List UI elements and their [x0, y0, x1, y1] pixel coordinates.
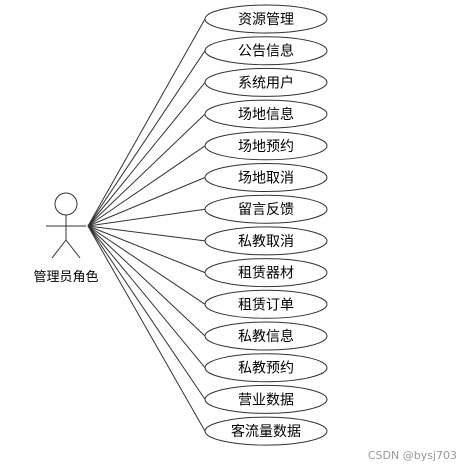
use-case-label: 私教预约	[238, 361, 294, 377]
use-case-ellipse	[204, 384, 328, 414]
use-case: 场地预约	[204, 131, 328, 161]
connector-line	[87, 208, 206, 227]
connector-line	[87, 113, 206, 227]
use-case: 营业数据	[204, 384, 328, 414]
use-case-label: 客流量数据	[231, 423, 301, 440]
connector-line	[87, 145, 206, 227]
use-case-ellipse	[204, 131, 328, 161]
use-case-ellipse	[204, 321, 328, 351]
use-case-label: 营业数据	[238, 392, 294, 408]
connector-line	[87, 225, 206, 369]
use-case-ellipse	[204, 258, 328, 288]
connector-line	[87, 225, 206, 305]
use-case-ellipse	[204, 194, 328, 224]
watermark: CSDN @bysj703	[367, 449, 457, 462]
connector-line	[87, 225, 206, 274]
use-case-label: 租赁器材	[238, 266, 294, 282]
actor-figure: 管理员角色	[33, 192, 99, 285]
use-case-label: 租赁订单	[238, 297, 294, 313]
use-case-label: 系统用户	[238, 74, 294, 91]
use-case: 租赁器材	[204, 258, 328, 288]
connector-line	[87, 225, 206, 337]
connector-lines	[87, 18, 206, 432]
use-case-ellipse	[204, 67, 328, 97]
use-case-ellipse	[204, 226, 328, 256]
use-case: 私教信息	[204, 321, 328, 351]
use-case-ellipse	[204, 4, 328, 34]
use-case-label: 场地取消	[238, 171, 294, 187]
use-case-label: 公告信息	[238, 43, 294, 60]
connector-line	[87, 225, 206, 400]
use-case: 留言反馈	[204, 194, 328, 224]
use-case-ellipse	[204, 36, 328, 66]
connector-line	[87, 225, 206, 242]
use-case: 私教取消	[204, 226, 328, 256]
use-case-ellipse	[204, 99, 328, 129]
connector-line	[87, 177, 206, 227]
use-case-label: 场地信息	[238, 106, 294, 123]
use-case: 场地取消	[204, 163, 328, 192]
use-case-label: 资源管理	[238, 12, 294, 28]
actor-label: 管理员角色	[33, 269, 98, 285]
use-case: 客流量数据	[204, 416, 328, 446]
use-case-ellipse	[204, 416, 328, 446]
use-case-ellipse	[204, 353, 328, 383]
use-case: 租赁订单	[204, 289, 328, 319]
use-case-label: 私教信息	[238, 328, 294, 345]
actor-head	[54, 192, 78, 216]
connector-line	[87, 50, 206, 227]
use-case-label: 场地预约	[238, 139, 294, 155]
use-case: 公告信息	[204, 36, 328, 66]
use-case: 系统用户	[204, 67, 328, 97]
use-case: 私教预约	[204, 353, 328, 383]
connector-line	[87, 82, 206, 227]
connector-line	[87, 225, 206, 432]
use-case: 场地信息	[204, 99, 328, 129]
use-case-list: 资源管理公告信息系统用户场地信息场地预约场地取消留言反馈私教取消租赁器材租赁订单…	[204, 4, 328, 446]
use-case-ellipse	[204, 289, 328, 319]
connector-line	[87, 18, 206, 227]
use-case-ellipse	[204, 163, 328, 192]
use-case-label: 留言反馈	[238, 202, 294, 218]
use-case-label: 私教取消	[238, 234, 294, 250]
use-case: 资源管理	[204, 4, 328, 34]
actor-right-leg	[65, 239, 81, 259]
actor-left-leg	[51, 239, 67, 259]
